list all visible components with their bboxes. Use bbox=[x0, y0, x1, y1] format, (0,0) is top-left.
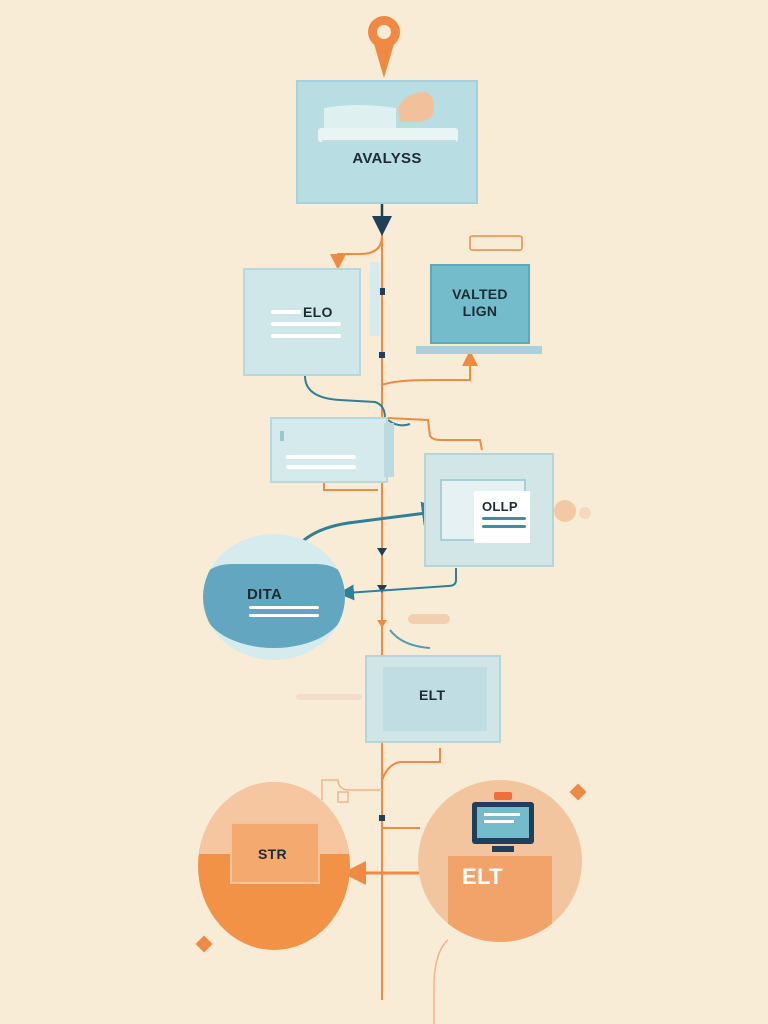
card-tab bbox=[280, 431, 284, 441]
text-line bbox=[271, 334, 341, 338]
spine-arrow bbox=[377, 548, 387, 556]
text-line bbox=[249, 614, 319, 617]
str-node[interactable]: STR bbox=[198, 782, 350, 950]
ollp-label: OLLP bbox=[482, 499, 518, 514]
card-accent bbox=[384, 423, 394, 477]
branch-right bbox=[381, 748, 441, 781]
text-line bbox=[271, 322, 341, 326]
info-card[interactable] bbox=[270, 417, 394, 483]
decor-bar bbox=[469, 235, 523, 251]
elo-side-strip bbox=[370, 262, 380, 336]
decor-bar bbox=[296, 694, 362, 700]
spine-node bbox=[379, 288, 385, 295]
text-line bbox=[271, 310, 301, 314]
decor-dot bbox=[579, 507, 591, 519]
branch-to-elo bbox=[330, 235, 383, 270]
elo-node[interactable]: ELO bbox=[243, 268, 361, 376]
spine-node bbox=[379, 352, 385, 358]
text-line bbox=[482, 517, 526, 520]
monitor-icon bbox=[472, 792, 534, 852]
spine-arrow bbox=[377, 585, 387, 593]
decor-diamond bbox=[195, 935, 213, 953]
str-card bbox=[230, 822, 320, 884]
laptop-icon[interactable]: VALTED LIGN bbox=[416, 264, 542, 356]
spine-node bbox=[379, 815, 385, 821]
teal-stub bbox=[389, 629, 431, 649]
decor-diamond bbox=[569, 783, 587, 801]
decor-dot bbox=[554, 500, 576, 522]
data-node[interactable]: DITA bbox=[203, 534, 345, 660]
laptop-screen bbox=[430, 264, 530, 344]
ollp-node[interactable]: OLLP bbox=[424, 453, 554, 567]
tray-illustration bbox=[318, 92, 458, 143]
branch-to-validated bbox=[381, 350, 478, 386]
elt-inner-panel bbox=[383, 667, 487, 731]
text-line bbox=[249, 606, 319, 609]
elt-circle-base bbox=[448, 856, 552, 942]
elo-to-spine bbox=[304, 375, 386, 419]
laptop-base bbox=[416, 346, 542, 354]
str-label: STR bbox=[258, 846, 287, 862]
text-line bbox=[482, 525, 526, 528]
branch-to-ollp bbox=[387, 417, 483, 451]
elt-node[interactable]: ELT bbox=[365, 655, 501, 743]
card-to-spine bbox=[323, 483, 378, 491]
bottom-lead bbox=[433, 939, 449, 1024]
spine-arrow bbox=[377, 620, 387, 628]
data-label: DITA bbox=[247, 586, 283, 603]
text-line bbox=[286, 455, 356, 459]
analysis-label: AVALYSS bbox=[352, 150, 422, 167]
elt-circle-node[interactable]: ELT bbox=[418, 780, 582, 942]
decor-bar bbox=[408, 614, 450, 624]
validated-label: VALTED LIGN bbox=[452, 286, 508, 319]
elo-label: ELO bbox=[303, 304, 333, 320]
elt-circle-label: ELT bbox=[462, 864, 503, 889]
map-pin-icon bbox=[368, 16, 400, 78]
ollp-to-data bbox=[338, 568, 457, 601]
teal-link bbox=[387, 419, 411, 427]
analysis-node[interactable]: AVALYSS bbox=[296, 80, 478, 204]
elt-box-label: ELT bbox=[419, 687, 446, 703]
text-line bbox=[286, 465, 356, 469]
